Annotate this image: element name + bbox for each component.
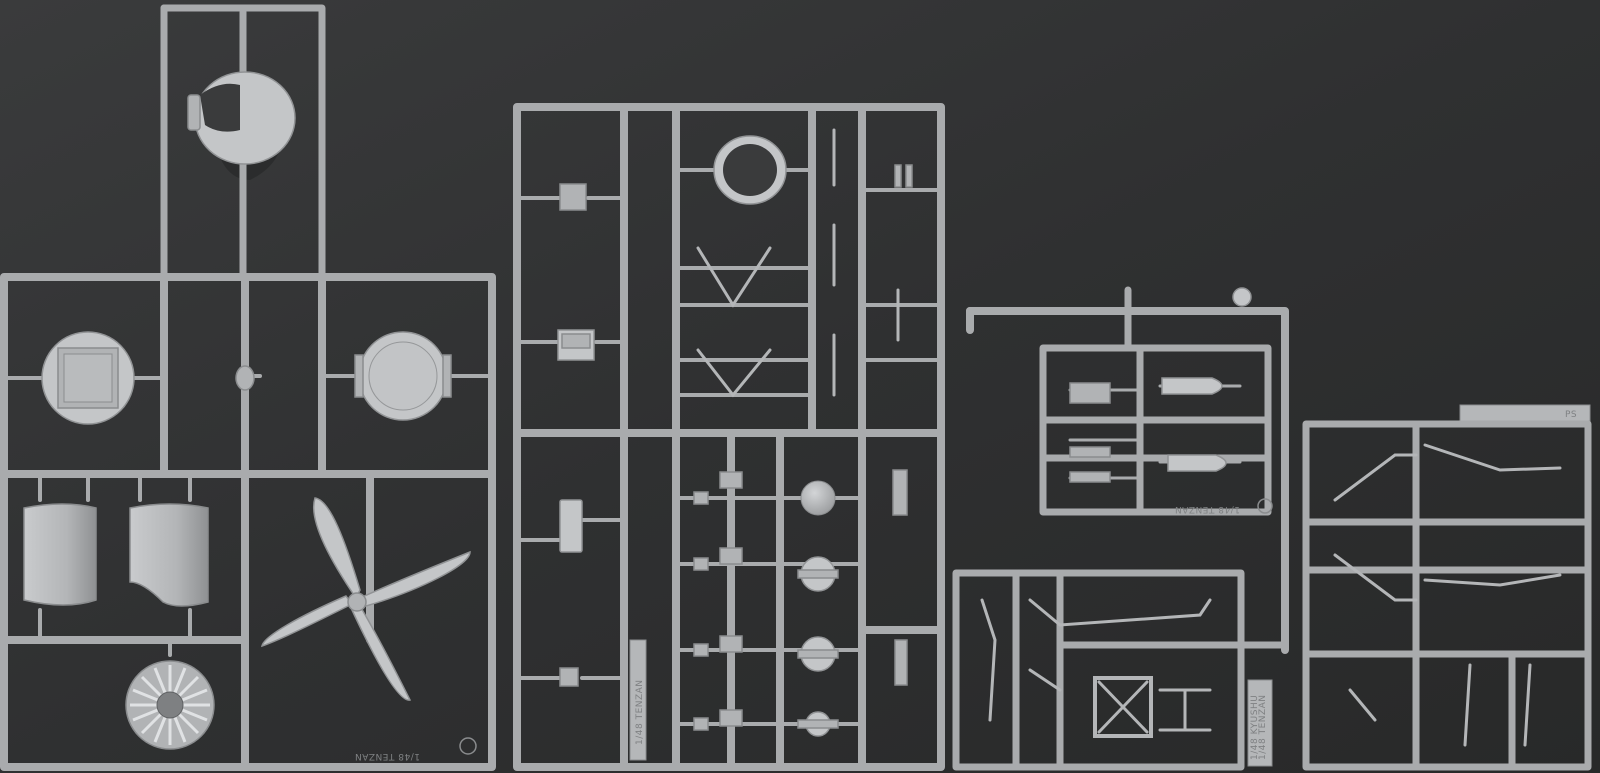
sprue-tree-5: 1/48 KYUSHU [1250, 695, 1260, 760]
cylinder-half-right [129, 503, 209, 607]
label-tab [629, 639, 647, 761]
landing-strut-parts [980, 598, 1212, 722]
runner-knob [1232, 287, 1252, 307]
sprue-tree-2: 1/48 TENZAN [513, 103, 945, 771]
small-bits [892, 164, 913, 686]
disc-part-square-frame [41, 331, 135, 425]
mold-text-5: 1/48 KYUSHU [1250, 695, 1260, 760]
headrest-part [559, 499, 583, 553]
lever-parts [693, 471, 743, 731]
mold-text-1: 1/48 TENZAN [354, 751, 420, 761]
mold-text-4: 1/48 TENZAN [1258, 694, 1268, 760]
frame-parts [1093, 676, 1212, 738]
cowling-ring-part [187, 71, 296, 165]
center-tab [235, 365, 255, 391]
label-tab-4 [1247, 679, 1273, 767]
cylinder-half-left [23, 503, 97, 606]
bomb-parts [1069, 377, 1227, 483]
disc-part-round [354, 331, 452, 421]
radial-engine-part [125, 660, 215, 750]
sprue-tree-6: PS [1302, 404, 1592, 771]
mold-text-3: 1/48 TENZAN [1174, 504, 1240, 514]
propeller-part [261, 497, 471, 701]
sprue-tree-4: 1/48 TENZAN [952, 569, 1289, 771]
sprue-tree-3: 1/48 TENZAN [966, 286, 1289, 654]
undercarriage-leg-parts [1333, 443, 1562, 747]
armor-ring-part [713, 135, 787, 205]
wheel-parts [797, 556, 839, 737]
small-box-part [559, 183, 587, 211]
seat-part [557, 329, 595, 361]
small-block-part [559, 667, 579, 687]
sprue-tree-1: 1/48 TENZAN [0, 4, 496, 771]
sphere-part [800, 480, 836, 516]
mold-text-2: 1/48 TENZAN [635, 679, 645, 745]
strut-parts [696, 128, 900, 398]
mold-text-6: PS [1565, 410, 1577, 420]
sprue-id-circle [459, 737, 477, 755]
